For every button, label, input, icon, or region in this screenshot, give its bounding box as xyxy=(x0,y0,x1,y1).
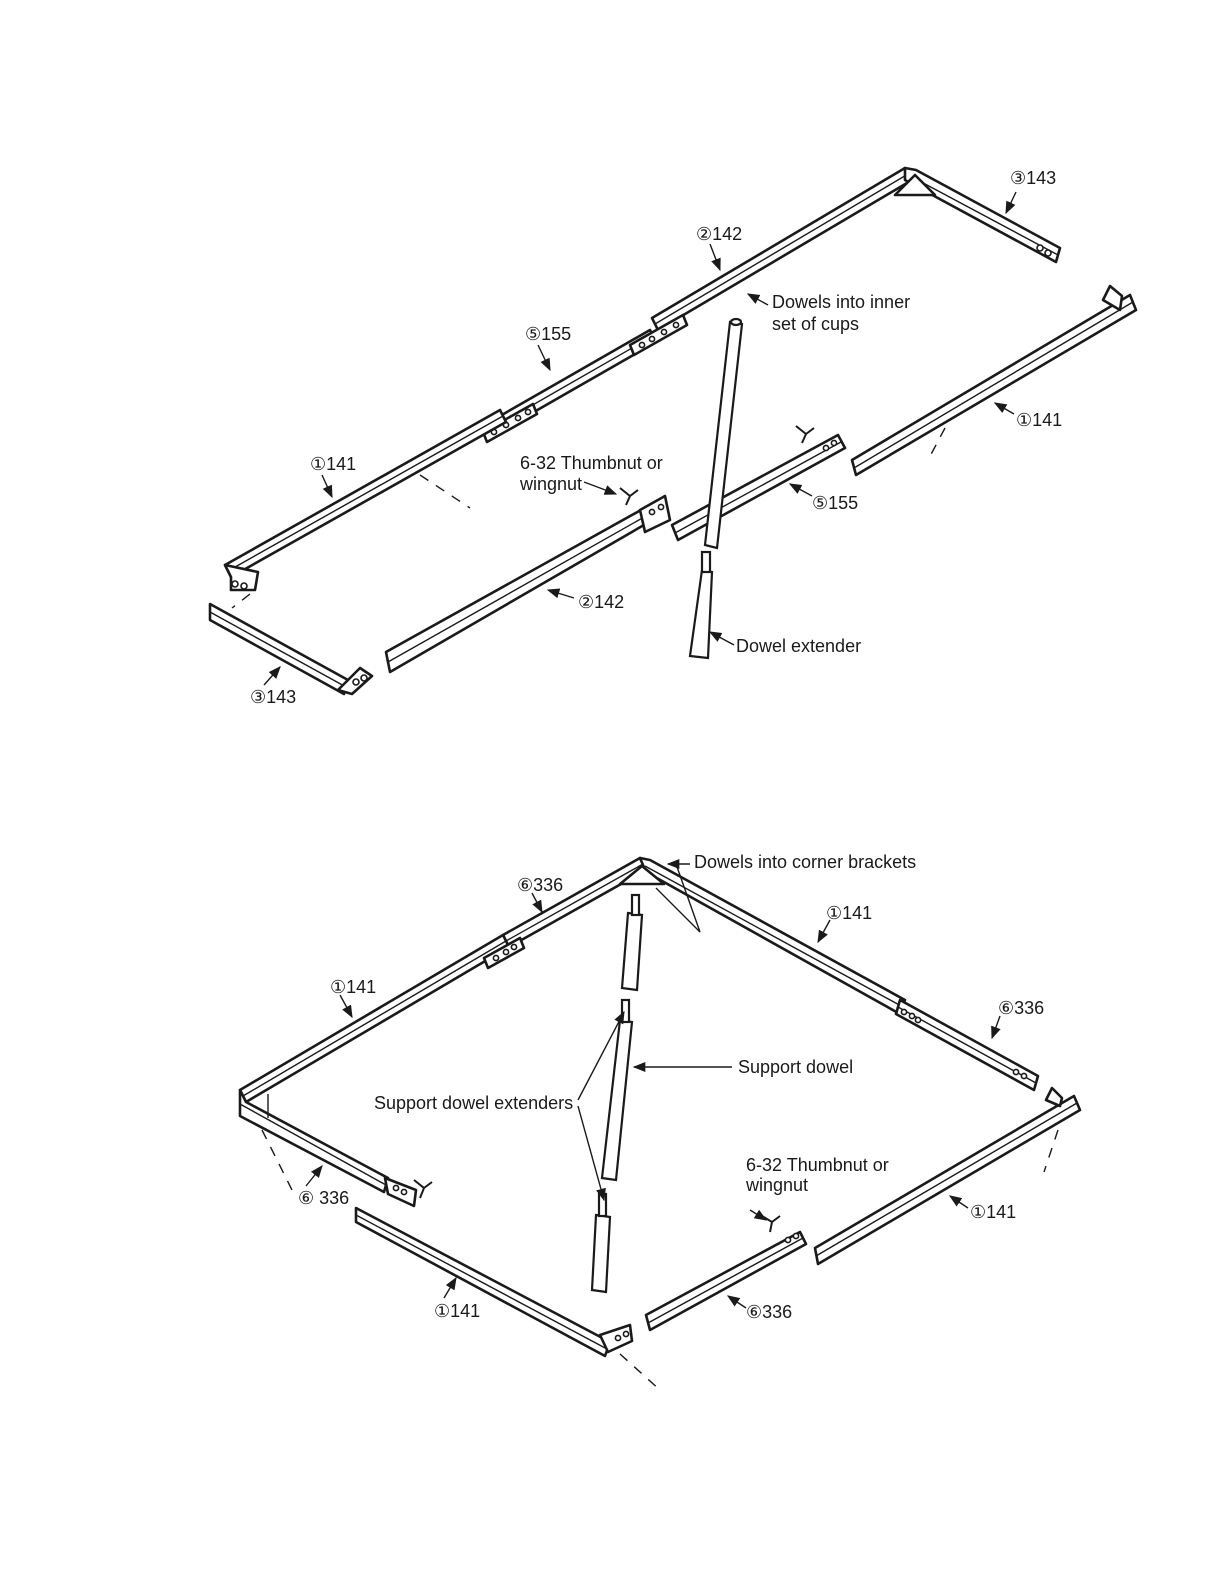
leader-arrow xyxy=(950,1196,968,1208)
rail-141-left xyxy=(240,935,524,1102)
label-support-dowel: Support dowel xyxy=(738,1057,853,1077)
leader-arrow xyxy=(584,482,616,494)
leader-arrow xyxy=(532,893,542,912)
leader-arrow xyxy=(710,632,734,645)
rail-155-right xyxy=(672,435,845,540)
wingnut-icon xyxy=(620,488,638,505)
label-part-155-left: ⑤155 xyxy=(525,324,571,344)
support-dowel xyxy=(602,1000,632,1180)
support-dowel-extender-bottom xyxy=(592,1194,610,1292)
wingnut-icon xyxy=(796,426,814,443)
label-part-142-top: ②142 xyxy=(696,224,742,244)
label-thumbnut-1: 6-32 Thumbnut or xyxy=(746,1155,889,1175)
label-thumbnut-1: 6-32 Thumbnut or xyxy=(520,453,663,473)
leader-arrow xyxy=(995,403,1014,414)
label-part-142-bottom: ②142 xyxy=(578,592,624,612)
leader-arrow xyxy=(306,1166,322,1186)
leader-arrow xyxy=(340,995,352,1017)
label-dowel-extender: Dowel extender xyxy=(736,636,861,656)
leader-arrow xyxy=(992,1016,1000,1038)
label-part-336-top: ⑥336 xyxy=(517,875,563,895)
leader-arrow xyxy=(444,1278,456,1298)
support-dowel-extender-top xyxy=(622,895,642,990)
rail-141-top-right xyxy=(620,858,905,1014)
label-part-141-bottom-left: ①141 xyxy=(434,1301,480,1321)
label-part-143-bottom: ③143 xyxy=(250,687,296,707)
rail-142-bottom xyxy=(386,496,670,672)
leader-arrow xyxy=(322,475,332,497)
rail-141-right xyxy=(852,286,1136,475)
leader-arrow xyxy=(790,484,812,496)
label-part-155-right: ⑤155 xyxy=(812,493,858,513)
leader-arrow xyxy=(818,920,830,942)
leader-arrow xyxy=(548,590,574,598)
leader-arrow xyxy=(710,244,720,270)
label-part-141-right: ①141 xyxy=(1016,410,1062,430)
leader-arrow xyxy=(750,1210,766,1220)
leader-arrow xyxy=(728,1296,746,1308)
leader-arrow xyxy=(538,345,550,370)
dowel-extender xyxy=(690,552,712,658)
top-frame-diagram: ③143 ②142 Dowels into inner set of cups … xyxy=(210,168,1136,707)
rail-141-bottom-right xyxy=(815,1088,1080,1264)
label-support-dowel-extenders: Support dowel extenders xyxy=(374,1093,573,1113)
label-dowels-inner-2: set of cups xyxy=(772,314,859,334)
label-thumbnut-2: wingnut xyxy=(745,1175,808,1195)
rail-141-bottom-left xyxy=(356,1208,660,1390)
leader-arrow xyxy=(748,294,768,305)
label-part-336-right: ⑥336 xyxy=(998,998,1044,1018)
label-thumbnut-2: wingnut xyxy=(519,474,582,494)
label-part-143-top: ③143 xyxy=(1010,168,1056,188)
label-part-141-left: ①141 xyxy=(330,977,376,997)
label-part-141-top-right: ①141 xyxy=(826,903,872,923)
rail-141-left xyxy=(225,410,506,608)
leader-arrow xyxy=(1006,192,1016,213)
leader-arrow xyxy=(264,667,280,685)
bottom-frame-diagram: Dowels into corner brackets ⑥336 ①141 ①1… xyxy=(240,852,1080,1390)
leader-arrow xyxy=(578,1106,604,1200)
label-part-336-bottom: ⑥336 xyxy=(746,1302,792,1322)
label-dowels-inner-1: Dowels into inner xyxy=(772,292,910,312)
label-corner-brackets: Dowels into corner brackets xyxy=(694,852,916,872)
rail-143-bottom xyxy=(210,604,372,694)
label-part-141-bottom-right: ①141 xyxy=(970,1202,1016,1222)
rail-336-top xyxy=(503,858,646,947)
label-part-336-left: ⑥ 336 xyxy=(298,1188,349,1208)
label-part-141-left: ①141 xyxy=(310,454,356,474)
